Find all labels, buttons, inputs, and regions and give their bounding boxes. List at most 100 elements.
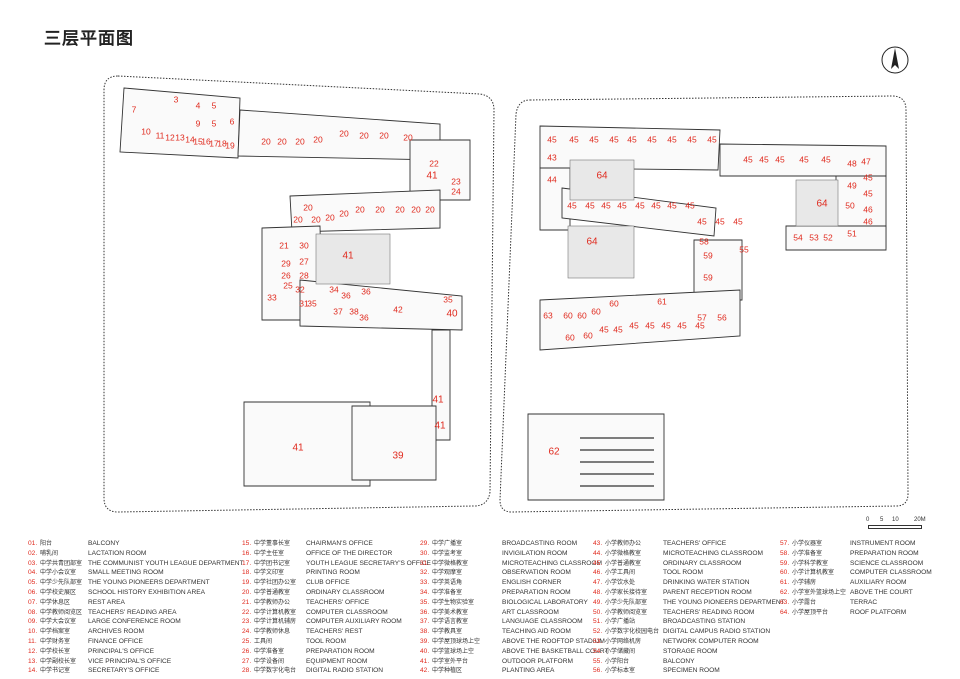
room-number-label: 20: [293, 214, 303, 224]
legend-chinese: 小学露台: [792, 598, 817, 606]
room-number-label: 20: [261, 136, 271, 146]
legend-chinese: 中学语言教室: [432, 618, 469, 626]
legend-number: 39.: [420, 637, 430, 645]
legend-chinese: 小学计算机教室: [792, 569, 835, 577]
room-number-label: 29: [281, 258, 291, 268]
legend-chinese: 中学计算机教室: [254, 608, 297, 616]
legend-english: VICE PRINCIPAL'S OFFICE: [88, 657, 172, 665]
room-number-label: 45: [863, 172, 873, 182]
legend-english: TOOL ROOM: [306, 637, 346, 645]
room-number-label: 45: [567, 200, 577, 210]
room-number-label: 14: [185, 134, 195, 144]
room-number-label: 41: [292, 443, 304, 454]
east-center-link: [693, 239, 743, 301]
legend-english: PREPARATION ROOM: [502, 588, 571, 596]
legend-chinese: 中学教师阅览区: [40, 608, 83, 616]
legend-english: BALCONY: [663, 657, 695, 665]
room-number-label: 45: [799, 154, 809, 164]
legend-english: PRINCIPAL'S OFFICE: [88, 647, 154, 655]
legend-english: ORDINARY CLASSROOM: [663, 559, 742, 567]
legend-number: 58.: [780, 549, 790, 557]
room-number-label: 12: [165, 132, 175, 142]
room-number-label: 41: [432, 395, 444, 406]
legend-number: 22.: [242, 608, 252, 616]
legend-chinese: 小学科学教室: [792, 559, 829, 567]
legend-chinese: 中学广播室: [432, 540, 463, 547]
legend-english: SCIENCE CLASSROOM: [850, 559, 924, 567]
legend-number: 59.: [780, 559, 790, 567]
room-number-label: 36: [361, 286, 371, 296]
legend-english: ORDINARY CLASSROOM: [306, 588, 385, 596]
room-number-label: 60: [591, 306, 601, 316]
room-number-label: 52: [823, 232, 833, 242]
room-number-label: 33: [267, 292, 277, 302]
room-number-label: 60: [609, 298, 619, 308]
legend-number: 01.: [28, 540, 38, 547]
room-number-label: 20: [395, 204, 405, 214]
legend-chinese: 中学校史展区: [40, 588, 77, 596]
room-number-label: 41: [342, 251, 354, 262]
legend-number: 57.: [780, 540, 790, 547]
room-number-label: 20: [277, 136, 287, 146]
room-number-label: 24: [451, 186, 461, 196]
legend-chinese: 中学社团办公室: [254, 579, 297, 587]
legend-english: LANGUAGE CLASSROOM: [502, 618, 583, 626]
room-number-label: 45: [613, 324, 623, 334]
legend-chinese: 小学标本室: [605, 667, 636, 675]
room-number-label: 10: [141, 126, 151, 136]
legend-english: ROOF PLATFORM: [850, 608, 907, 616]
room-number-label: 63: [543, 310, 553, 320]
legend-english: BIOLOGICAL LABORATORY: [502, 598, 588, 606]
room-number-label: 47: [861, 156, 871, 166]
legend-english: NETWORK COMPUTER ROOM: [663, 637, 759, 645]
room-number-label: 35: [307, 298, 317, 308]
room-number-label: 41: [426, 171, 438, 182]
room-number-label: 60: [563, 310, 573, 320]
room-number-label: 60: [565, 332, 575, 342]
legend-chinese: 小学少先队部室: [605, 598, 648, 606]
legend-english: SECRETARY'S OFFICE: [88, 667, 160, 675]
east-south-wing: [539, 289, 741, 351]
room-number-label: 44: [547, 174, 557, 184]
legend-number: 53.: [593, 637, 603, 645]
legend-chinese: 阳台: [40, 540, 53, 547]
legend-chinese: 中学篮球场上空: [432, 647, 475, 655]
room-number-label: 45: [821, 154, 831, 164]
room-number-label: 64: [586, 237, 598, 248]
legend-number: 06.: [28, 588, 38, 596]
room-number-label: 59: [703, 250, 713, 260]
legend-number: 04.: [28, 569, 38, 577]
legend-chinese: 小学储藏间: [605, 647, 636, 655]
room-number-label: 20: [425, 204, 435, 214]
legend-number: 40.: [420, 647, 430, 655]
scale-tick-0: 0: [866, 517, 870, 523]
legend-chinese: 小学准备室: [792, 549, 823, 557]
legend-chinese: 中学设备间: [254, 657, 285, 665]
legend-chinese: 中学美术教室: [432, 608, 469, 616]
legend-chinese: 中学微格教室: [432, 559, 469, 567]
room-number-label: 9: [196, 118, 201, 128]
legend-english: MICROTEACHING CLASSROOM: [502, 559, 603, 567]
legend-number: 55.: [593, 657, 603, 665]
room-number-label: 20: [311, 214, 321, 224]
legend-chinese: 中学观摩室: [432, 569, 463, 577]
room-number-label: 50: [845, 200, 855, 210]
